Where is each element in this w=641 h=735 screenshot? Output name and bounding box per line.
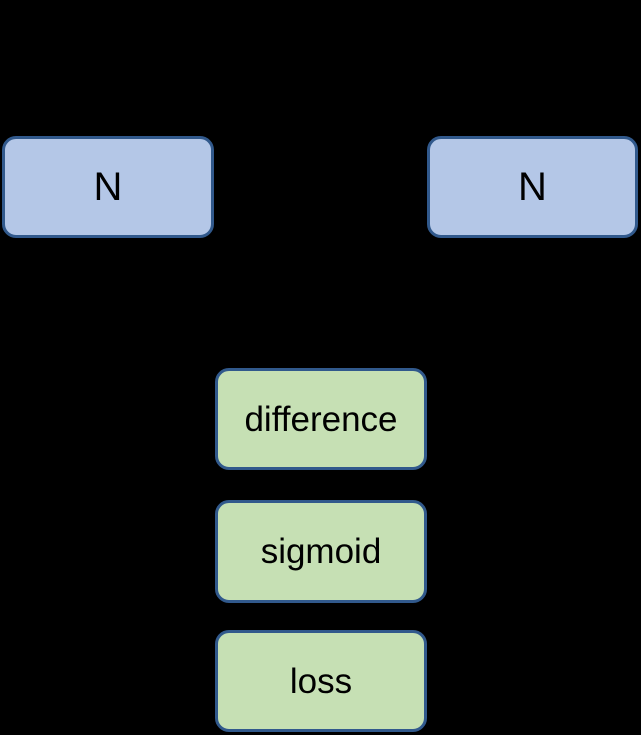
node-input-left: N	[2, 136, 214, 238]
node-sigmoid-label: sigmoid	[260, 532, 382, 571]
node-sigmoid: sigmoid	[215, 500, 427, 603]
node-input-right-label: N	[518, 165, 547, 209]
node-loss: loss	[215, 630, 427, 732]
node-input-left-label: N	[93, 165, 123, 209]
node-input-right: N	[427, 136, 638, 238]
node-difference-label: difference	[244, 399, 398, 439]
node-loss-label: loss	[289, 661, 353, 701]
node-difference: difference	[215, 368, 427, 470]
